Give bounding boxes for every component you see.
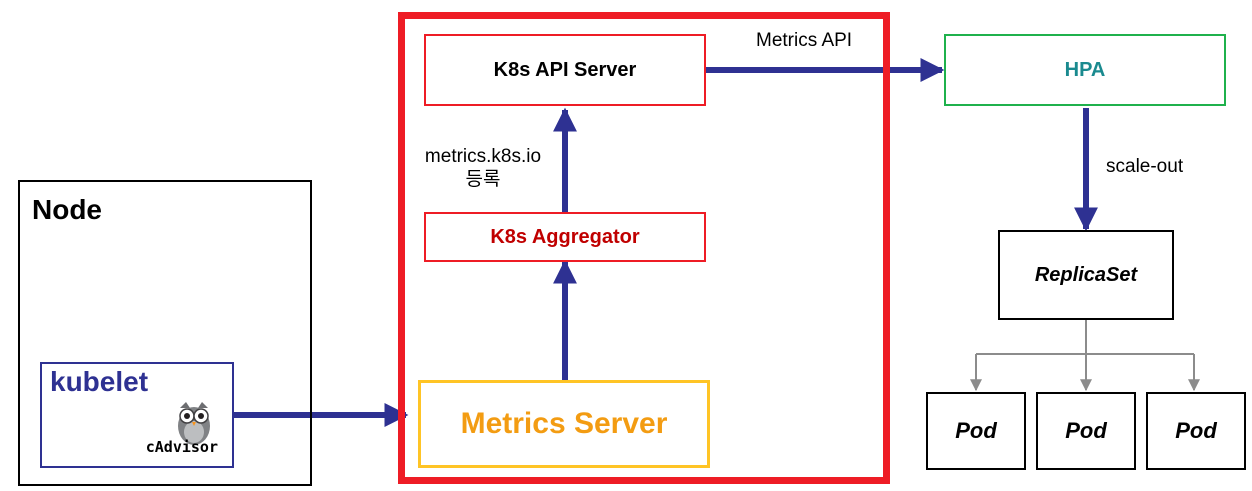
control-plane-frame (398, 12, 890, 484)
kubelet-box: kubelet cAdvisor (40, 362, 234, 468)
replicaset-to-pods-tree (970, 320, 1200, 392)
node-title: Node (32, 194, 102, 225)
hpa-box: HPA (944, 34, 1226, 106)
pod-label: Pod (955, 418, 997, 443)
k8s-aggregator-box: K8s Aggregator (424, 212, 706, 262)
registration-label-line2: 등록 (465, 169, 501, 190)
cadvisor-label: cAdvisor (145, 438, 218, 456)
k8s-aggregator-label: K8s Aggregator (490, 225, 640, 248)
kubelet-title: kubelet (50, 366, 149, 397)
scale-out-label: scale-out (1106, 156, 1184, 177)
metrics-server-box: Metrics Server (418, 380, 710, 468)
k8s-api-server-label: K8s API Server (493, 58, 637, 81)
metrics-api-label: Metrics API (756, 30, 853, 51)
replicaset-label: ReplicaSet (1034, 263, 1138, 286)
pod-label: Pod (1065, 418, 1107, 443)
k8s-api-server-box: K8s API Server (424, 34, 706, 106)
pod-box: Pod (1146, 392, 1246, 470)
registration-label: metrics.k8s.io 등록 (416, 145, 550, 191)
hpa-label: HPA (1064, 58, 1106, 81)
pod-box: Pod (926, 392, 1026, 470)
pod-label: Pod (1175, 418, 1217, 443)
replicaset-box: ReplicaSet (998, 230, 1174, 320)
registration-label-line1: metrics.k8s.io (424, 146, 542, 167)
pod-box: Pod (1036, 392, 1136, 470)
metrics-server-label: Metrics Server (460, 407, 668, 440)
owl-icon (178, 402, 210, 445)
node-box: Node (18, 180, 312, 486)
